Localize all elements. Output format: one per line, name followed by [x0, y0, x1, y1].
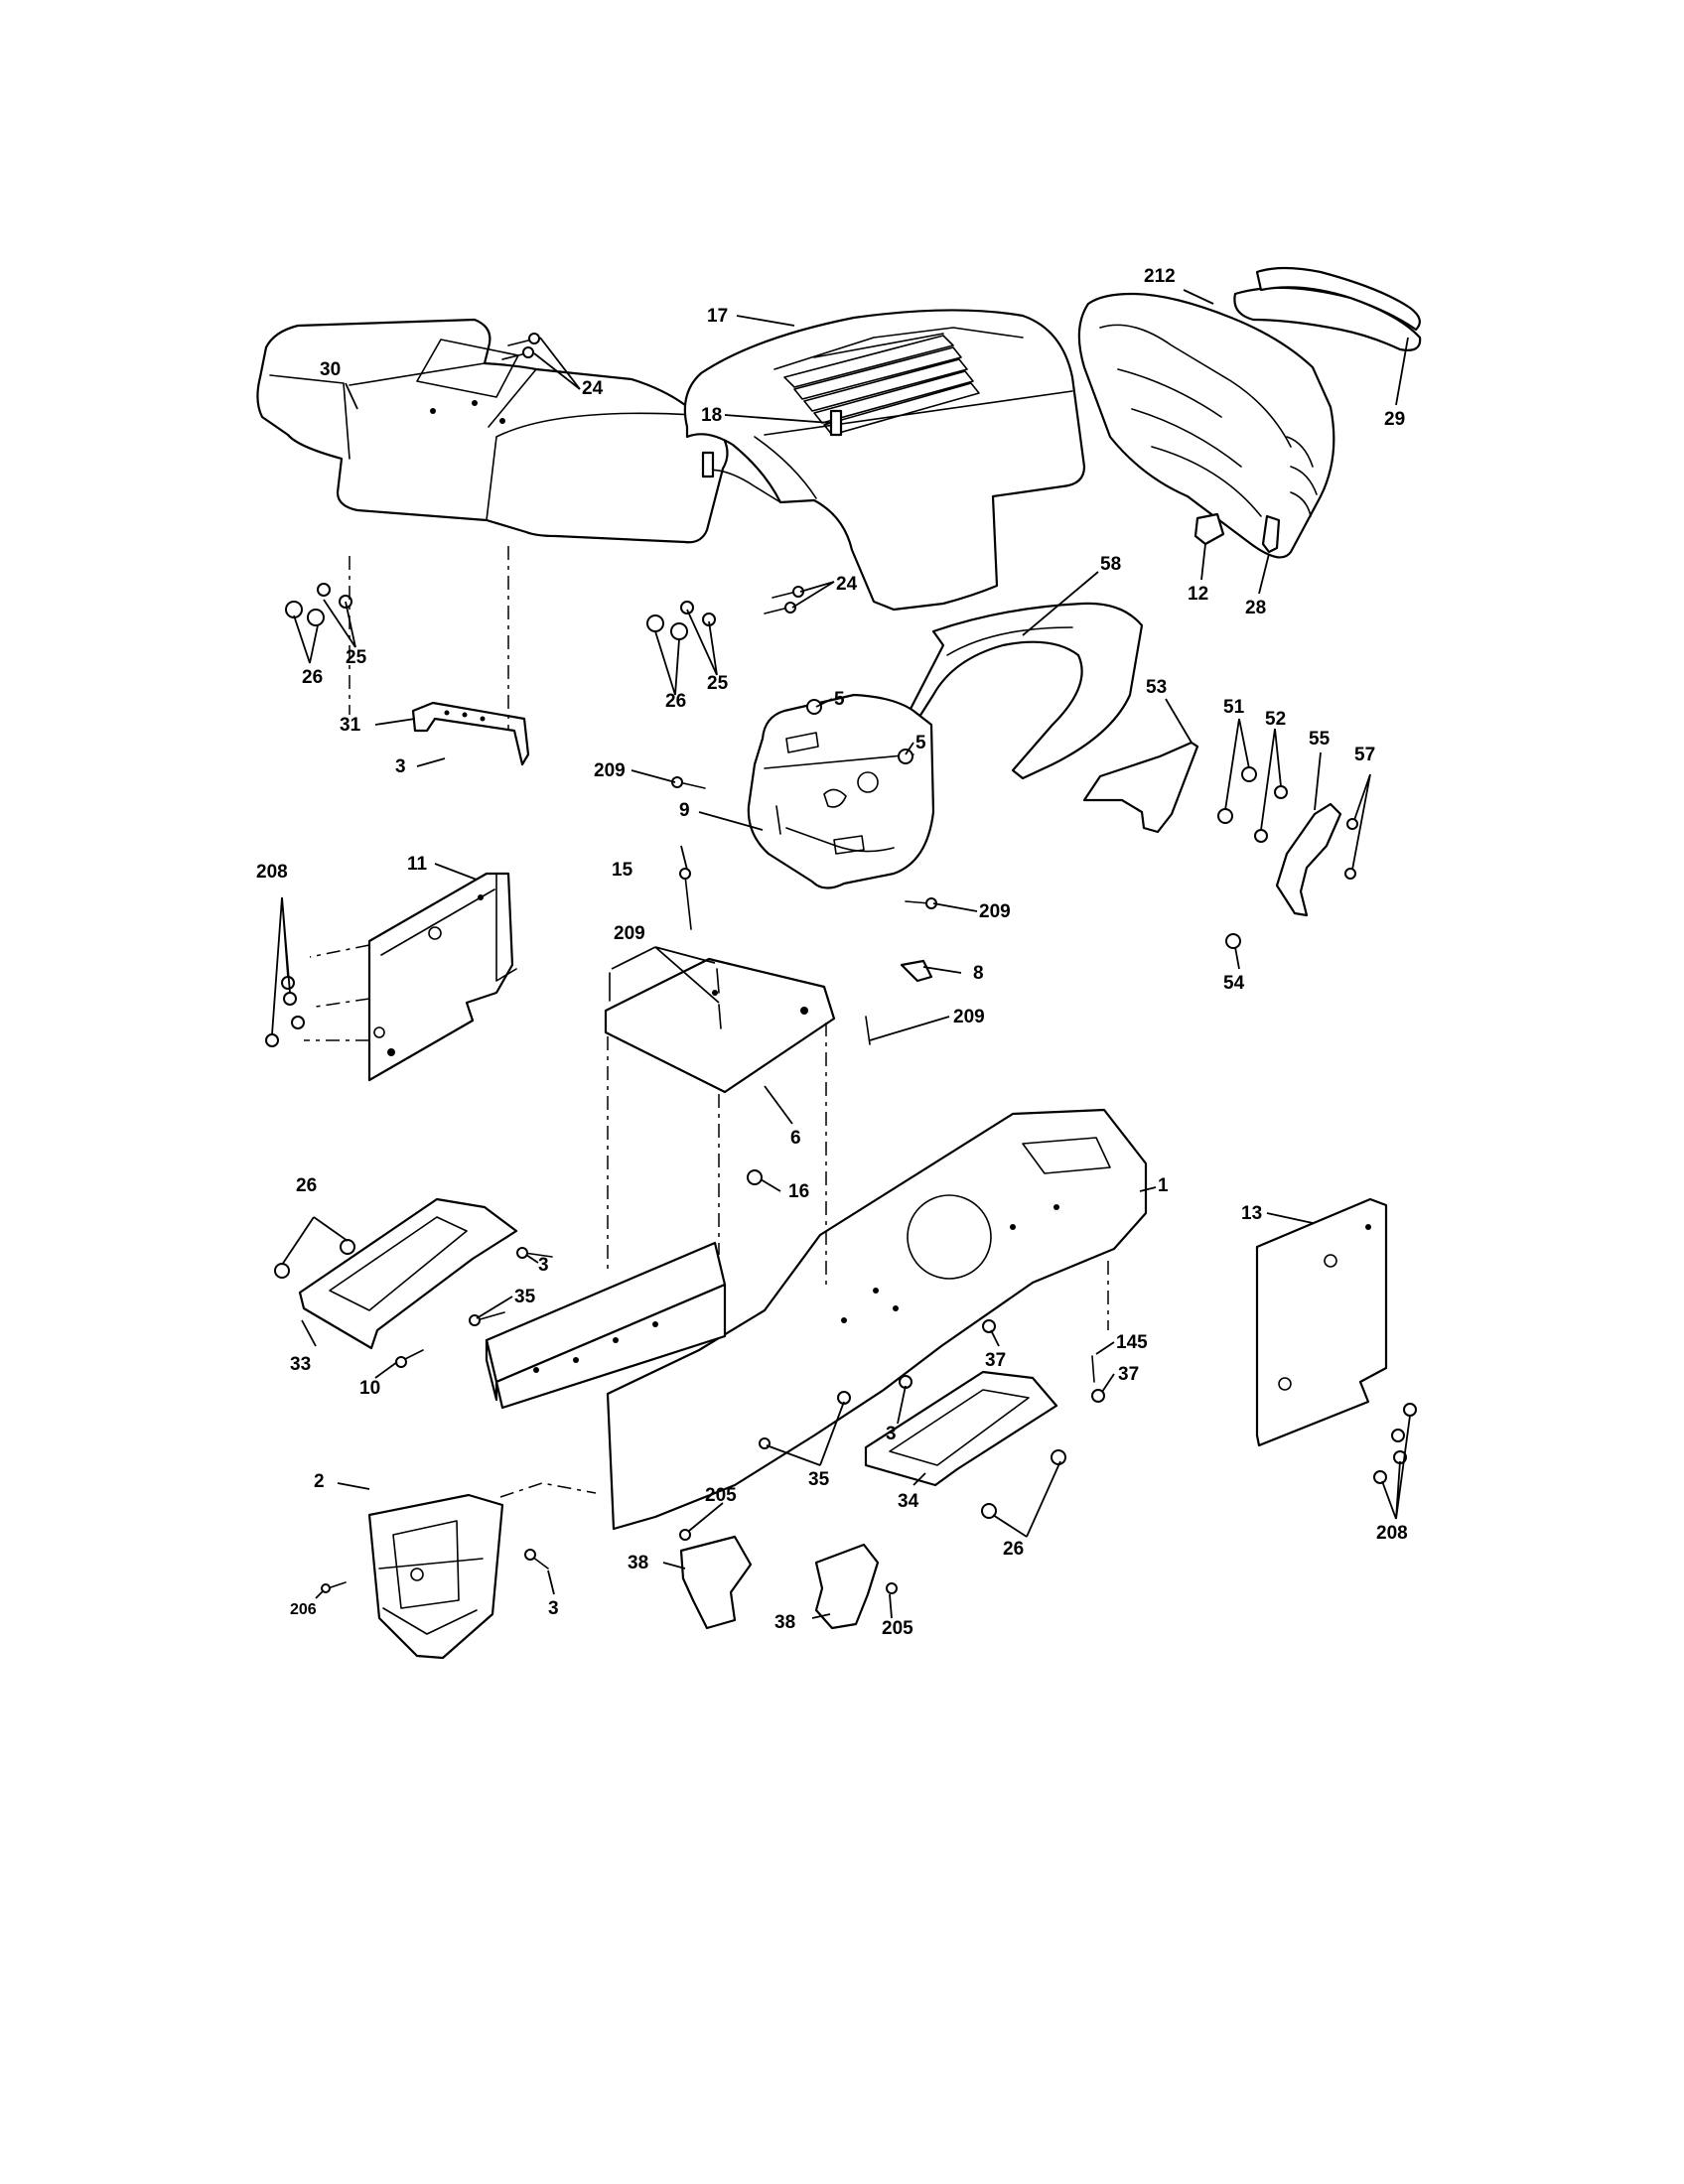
callout-31: 31: [340, 715, 361, 736]
callout-24: 24: [836, 574, 858, 595]
callout-5: 5: [834, 689, 845, 710]
callout-53: 53: [1146, 677, 1167, 698]
callout-51: 51: [1223, 697, 1245, 718]
callout-57: 57: [1354, 745, 1375, 765]
callout-29: 29: [1384, 409, 1405, 430]
callout-209: 209: [953, 1007, 985, 1027]
callout-205: 205: [705, 1485, 737, 1506]
callout-18: 18: [701, 405, 722, 426]
callout-35: 35: [514, 1287, 536, 1307]
part-11-side-panel: [367, 872, 517, 1082]
part-13-side-panel: [1255, 1197, 1388, 1447]
callout-9: 9: [679, 800, 690, 821]
callout-6: 6: [790, 1128, 801, 1149]
callout-37: 37: [1118, 1364, 1139, 1385]
part-31-bracket: [411, 701, 530, 766]
callout-206: 206: [290, 1601, 317, 1618]
callout-15: 15: [612, 860, 633, 881]
callout-16: 16: [788, 1181, 809, 1202]
callout-5: 5: [915, 733, 926, 753]
callout-209: 209: [594, 760, 626, 781]
fasteners-26-3-35-10-37-145: [274, 1239, 1105, 1519]
callout-2: 2: [314, 1471, 325, 1492]
callout-12: 12: [1188, 584, 1208, 605]
part-9-dash: [747, 693, 935, 889]
callout-25: 25: [346, 647, 367, 668]
fasteners-208-left: [265, 976, 305, 1047]
callout-28: 28: [1245, 598, 1266, 618]
part-58-guard: [899, 602, 1144, 780]
fasteners-25-26-right: [646, 601, 716, 640]
callout-30: 30: [320, 359, 341, 380]
callout-205: 205: [882, 1618, 913, 1639]
part-frame-left-rail: [485, 1241, 727, 1410]
part-17-hood: [683, 309, 1086, 612]
callout-3: 3: [886, 1424, 897, 1444]
fasteners-24-mid: [764, 586, 804, 614]
callout-8: 8: [973, 963, 984, 984]
fasteners-205: [679, 1529, 898, 1594]
leader-lines: [271, 289, 1411, 1619]
callout-54: 54: [1223, 973, 1245, 994]
part-2-front-panel: [367, 1493, 504, 1660]
fasteners-51-52-57: [1217, 766, 1358, 949]
callout-208: 208: [1376, 1523, 1408, 1544]
callout-145: 145: [1116, 1332, 1148, 1353]
callout-26: 26: [1003, 1539, 1024, 1560]
part-1-frame: [606, 1108, 1148, 1531]
fasteners-208-right: [1373, 1403, 1417, 1484]
callout-58: 58: [1100, 554, 1121, 575]
callout-3: 3: [395, 756, 406, 777]
fasteners-5-209-15: [609, 699, 937, 1185]
callout-25: 25: [707, 673, 729, 694]
callout-212: 212: [1144, 266, 1176, 287]
fasteners-25-26-left: [285, 583, 352, 626]
part-33-footrest: [298, 1197, 518, 1350]
callout-33: 33: [290, 1354, 311, 1375]
callout-3: 3: [538, 1255, 549, 1276]
fasteners-206-3: [321, 1549, 549, 1593]
part-30-fender: [256, 318, 729, 544]
callout-26: 26: [296, 1175, 317, 1196]
callout-38: 38: [774, 1612, 795, 1633]
callout-labels: 30 24 17 212 29 18 24 12 28 25 26 25 26 …: [256, 266, 1408, 1639]
part-28-latch: [1261, 514, 1281, 554]
callout-26: 26: [302, 667, 323, 688]
callout-37: 37: [985, 1350, 1006, 1371]
callout-34: 34: [898, 1491, 919, 1512]
part-34-footrest: [864, 1370, 1058, 1487]
callout-10: 10: [359, 1378, 380, 1399]
part-38-bracket-right: [814, 1543, 880, 1630]
callout-209: 209: [979, 901, 1011, 922]
part-55-bracket: [1275, 802, 1342, 917]
callout-38: 38: [628, 1553, 648, 1573]
part-38-bracket-left: [679, 1535, 753, 1630]
callout-35: 35: [808, 1469, 830, 1490]
part-53-bracket: [1082, 741, 1199, 834]
callout-17: 17: [707, 306, 728, 327]
callout-3: 3: [548, 1598, 559, 1619]
fasteners-24-top: [501, 333, 540, 360]
callout-13: 13: [1241, 1203, 1262, 1224]
callout-24: 24: [582, 378, 604, 399]
part-12-clip: [1193, 512, 1225, 546]
callout-55: 55: [1309, 729, 1331, 750]
alignment-lines: [304, 546, 1109, 1498]
callout-208: 208: [256, 862, 288, 883]
callout-26: 26: [665, 691, 686, 712]
part-212-grille: [1077, 266, 1422, 559]
callout-209: 209: [614, 923, 645, 944]
callout-11: 11: [407, 854, 428, 875]
callout-52: 52: [1265, 709, 1286, 730]
callout-1: 1: [1158, 1175, 1169, 1196]
